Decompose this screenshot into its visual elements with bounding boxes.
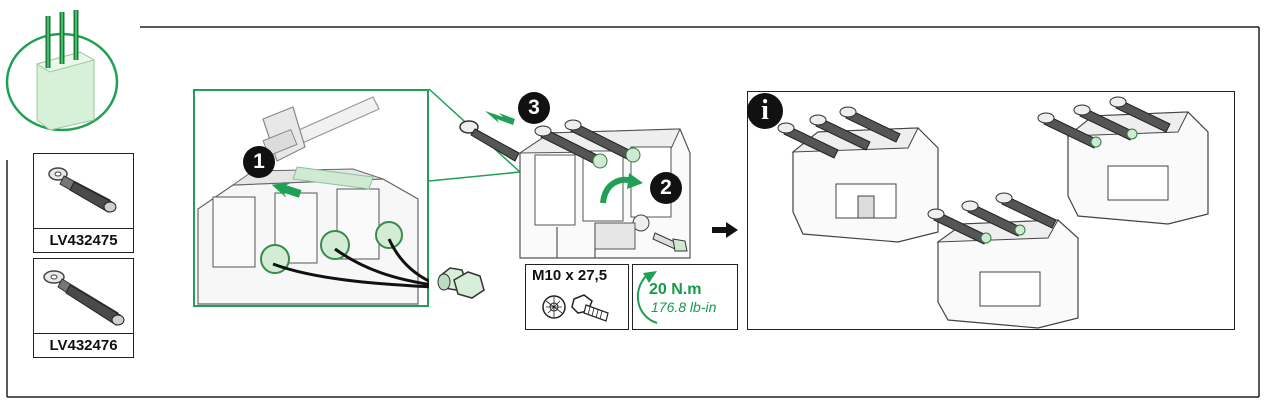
step-number-3: 3 — [518, 92, 550, 124]
part-reference: LV432476 — [34, 333, 133, 354]
bolt-size: M10 x 27,5 — [532, 267, 608, 284]
result-panel — [747, 91, 1235, 330]
torque-metric: 20 N.m — [649, 281, 702, 298]
torque-box: 20 N.m 176.8 lb-in — [632, 264, 738, 330]
torque-imperial: 176.8 lb-in — [651, 299, 717, 315]
step1-panel — [193, 89, 429, 307]
breaker-drawing — [455, 93, 705, 263]
hammer-icon — [262, 96, 380, 162]
washer-icon — [542, 295, 566, 319]
terminal-block-icon — [2, 2, 132, 137]
part-box-lv432476: LV432476 — [33, 258, 134, 358]
lug-icon — [48, 167, 117, 213]
info-icon: i — [747, 93, 783, 129]
lug-insertion — [459, 111, 520, 162]
step-number-1: 1 — [243, 146, 275, 178]
bolt-icon — [571, 294, 609, 322]
part-box-lv432475: LV432475 — [33, 153, 134, 253]
part-reference: LV432475 — [34, 228, 133, 249]
breaker-result-2 — [1037, 96, 1209, 225]
bolt-spec-box: M10 x 27,5 — [525, 264, 629, 330]
lug-icon — [43, 270, 125, 326]
rotation-arrow-icon — [637, 271, 658, 324]
step-number-2: 2 — [650, 172, 682, 204]
bolt-icon — [428, 262, 488, 312]
breaker-result-3 — [927, 192, 1079, 329]
breaker-result-1 — [777, 106, 939, 243]
arrow-right-icon — [712, 222, 738, 238]
